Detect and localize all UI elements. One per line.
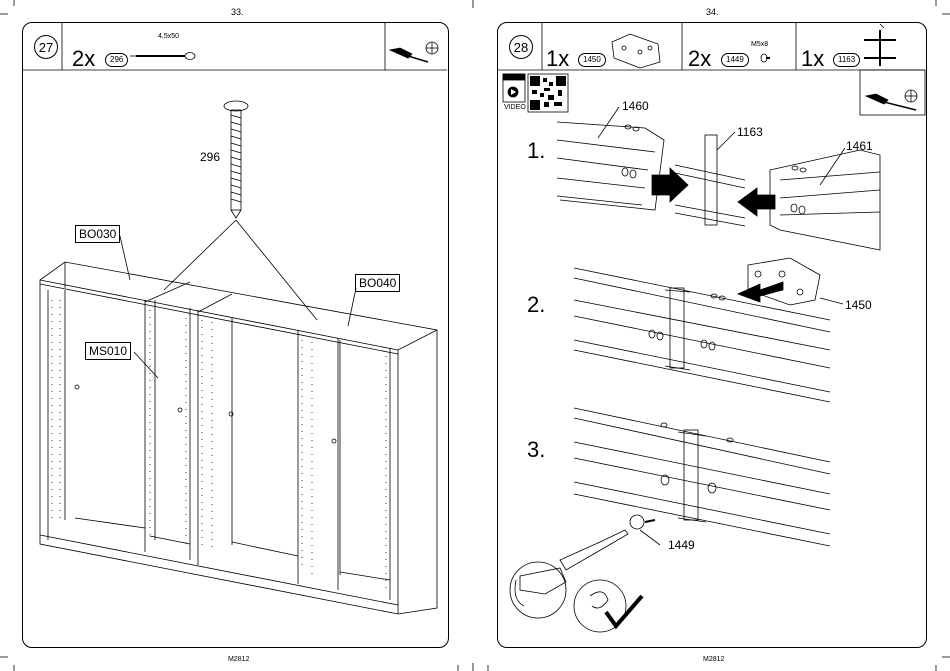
left-screwdriver-icon	[390, 48, 428, 62]
checkmark-icon	[574, 580, 642, 632]
part-1449-screw-icon	[761, 54, 770, 62]
right-tool-box	[860, 70, 925, 115]
substep-2-drawing	[574, 258, 843, 402]
substep-3-drawing	[574, 408, 830, 546]
left-phillips-head-icon	[426, 42, 438, 54]
screwdriver-in-hand	[510, 530, 628, 618]
left-screw-icon	[130, 53, 195, 60]
part-1450-icon	[612, 34, 660, 68]
wardrobe-drawing	[40, 262, 437, 614]
part-1163-icon	[864, 24, 896, 66]
screw-296	[224, 101, 248, 218]
substep-1-drawing	[557, 107, 880, 250]
qr-code-icon	[528, 74, 568, 112]
video-icon	[503, 74, 525, 102]
